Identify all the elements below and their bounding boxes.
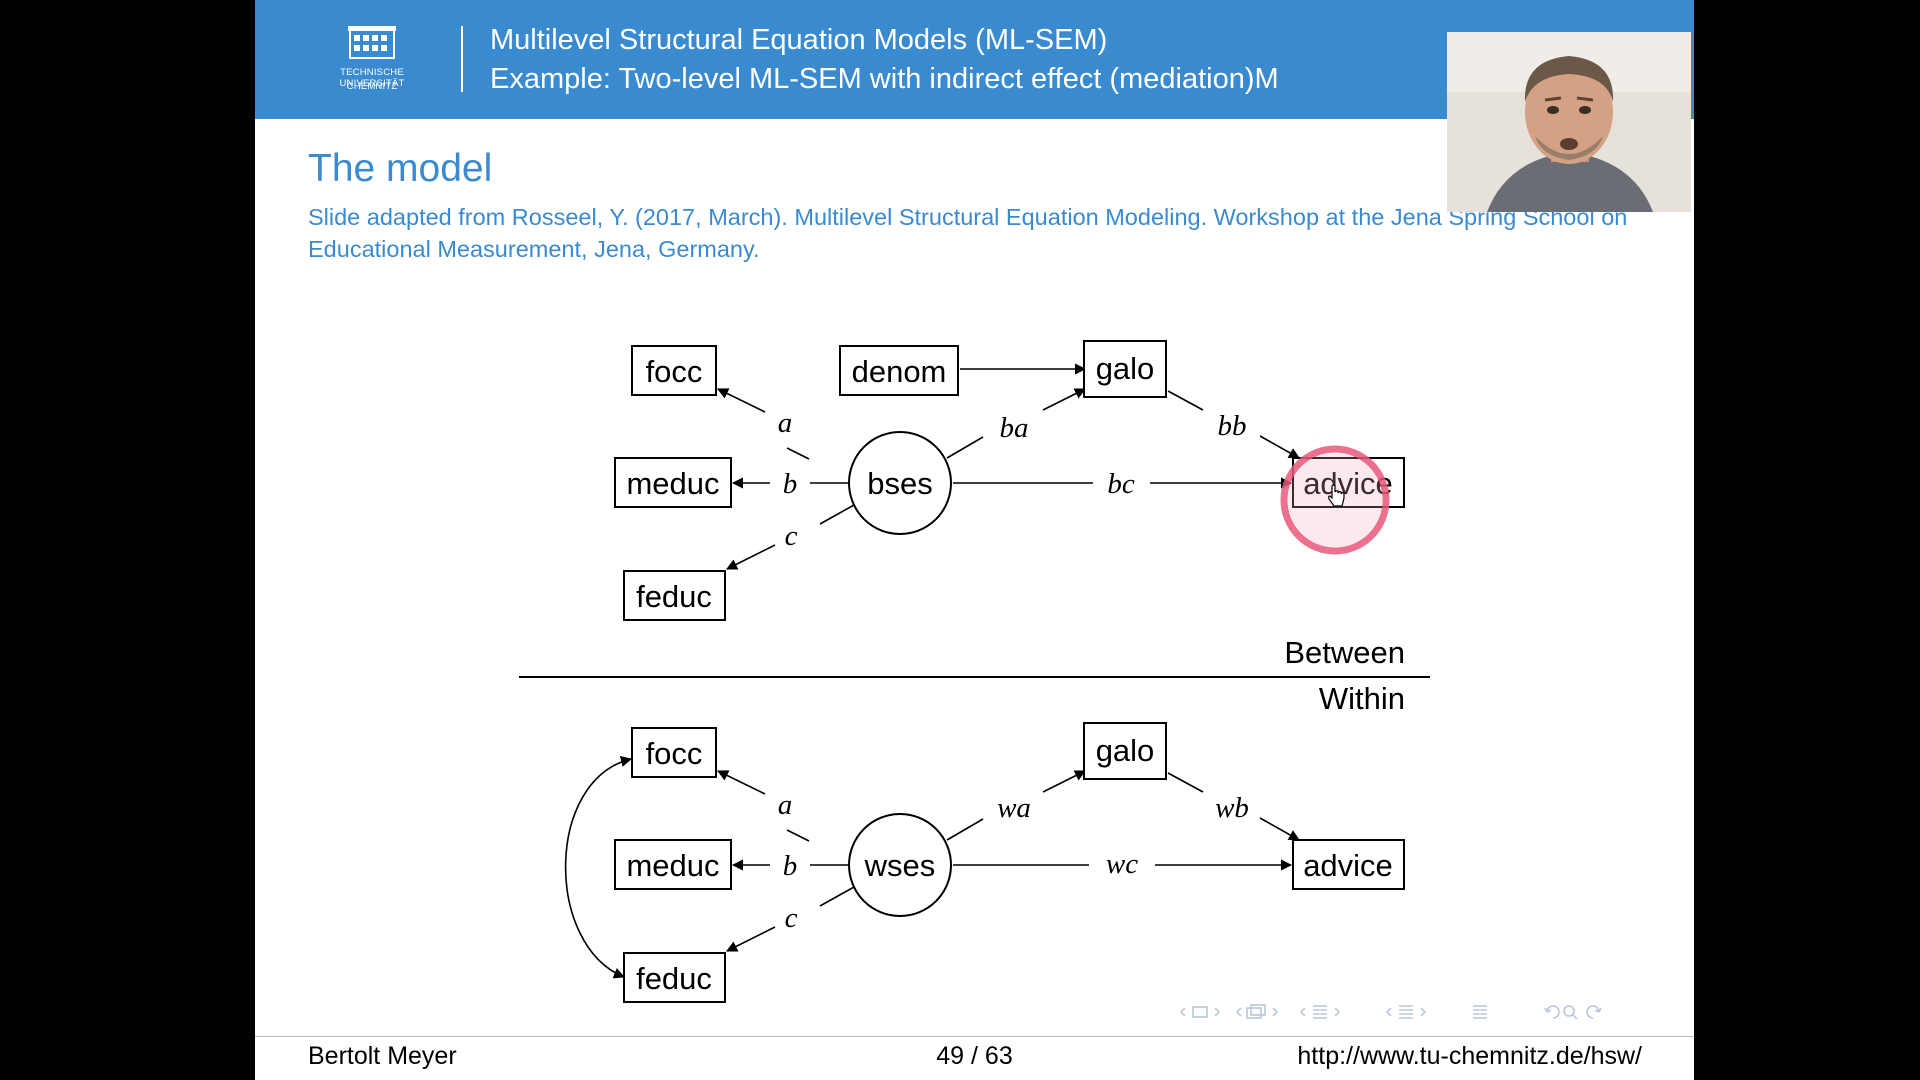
edge-label-wb: wb — [1215, 792, 1249, 824]
pointer-hand-icon — [1328, 484, 1345, 507]
presenter-webcam — [1447, 32, 1691, 212]
edge-label-bb: bb — [1218, 410, 1247, 442]
edge-label-c-within: c — [785, 902, 798, 934]
edge-wses-galo — [946, 818, 984, 841]
level-label-between: Between — [1284, 635, 1405, 670]
footer-url: http://www.tu-chemnitz.de/hsw/ — [1297, 1042, 1642, 1070]
edge-galo-advice-within — [1167, 772, 1204, 793]
footer-divider — [255, 1036, 1694, 1037]
nav-subsection-icon[interactable] — [1246, 1007, 1262, 1019]
edge-bses-focc-head — [716, 388, 766, 413]
edge-wses-focc-head — [716, 770, 766, 795]
node-advice-within — [1292, 839, 1405, 890]
node-label-denom: denom — [852, 354, 947, 389]
node-label-meduc-within: meduc — [626, 848, 719, 883]
sem-path-diagram: a b c ba bb bc focc meduc feduc — [519, 340, 1430, 1003]
node-bses — [848, 431, 952, 535]
nav-document-icon[interactable] — [1399, 1005, 1413, 1019]
node-meduc-between — [614, 457, 732, 508]
edge-galo-advice-head — [1259, 435, 1300, 459]
edge-wses-feduc — [819, 886, 855, 907]
node-focc-within — [631, 727, 717, 778]
edge-bses-focc — [786, 447, 810, 460]
node-label-meduc-between: meduc — [626, 466, 719, 501]
nav-prev-subsection-icon[interactable] — [1235, 1007, 1242, 1017]
beamer-navigation-icons[interactable] — [1175, 1000, 1655, 1024]
edge-bses-feduc-head — [725, 544, 776, 570]
edge-label-b-between: b — [783, 468, 798, 500]
edge-bses-feduc — [819, 504, 855, 525]
nav-frame-icon[interactable] — [1192, 1006, 1208, 1018]
edge-bses-galo — [946, 436, 984, 459]
edge-wses-galo-head — [1042, 770, 1087, 793]
edge-galo-advice — [1167, 390, 1204, 411]
node-label-wses: wses — [864, 848, 936, 883]
edge-bses-galo-head — [1042, 388, 1087, 411]
node-label-bses: bses — [867, 466, 932, 501]
node-label-feduc-within: feduc — [636, 961, 712, 996]
edge-wses-focc — [786, 829, 810, 842]
header-divider — [461, 26, 463, 92]
between-level-model: a b c ba bb bc focc meduc feduc — [614, 340, 1405, 621]
node-label-focc-within: focc — [646, 736, 703, 771]
university-logo: TECHNISCHE UNIVERSITÄT CHEMNITZ — [307, 26, 437, 96]
node-feduc-between — [623, 570, 726, 621]
citation-text: Slide adapted from Rosseel, Y. (2017, Ma… — [308, 204, 1628, 262]
edge-label-ba: ba — [1000, 412, 1029, 444]
nav-section-icon[interactable] — [1313, 1005, 1327, 1019]
university-building-icon — [348, 26, 396, 59]
edge-galo-advice-within-head — [1259, 817, 1300, 841]
footer-author: Bertolt Meyer — [308, 1042, 457, 1070]
level-label-within: Within — [1319, 681, 1405, 716]
nav-next-document-icon[interactable] — [1420, 1007, 1427, 1017]
node-galo-within — [1083, 722, 1167, 780]
edge-label-wa: wa — [997, 792, 1031, 824]
edge-label-b-within: b — [783, 850, 798, 882]
nav-back-icon[interactable] — [1544, 1005, 1560, 1019]
node-label-galo-between: galo — [1096, 351, 1155, 386]
edge-focc-feduc-covariance — [564, 755, 633, 979]
frame-subtitle: Example: Two-level ML-SEM with indirect … — [490, 63, 1279, 95]
footer-page-number: 49 / 63 — [936, 1042, 1013, 1070]
node-label-feduc-between: feduc — [636, 579, 712, 614]
node-denom — [839, 345, 959, 396]
nav-forward-icon[interactable] — [1586, 1005, 1602, 1019]
nav-next-frame-icon[interactable] — [1214, 1007, 1221, 1017]
presenter-video-frame — [1447, 32, 1691, 212]
nav-search-icon[interactable] — [1563, 1005, 1575, 1017]
nav-appendix-icon[interactable] — [1473, 1005, 1487, 1019]
slide-title: The model — [308, 147, 493, 190]
within-level-model: a b c wa wb wc focc meduc feduc — [564, 722, 1405, 1003]
section-title: Multilevel Structural Equation Models (M… — [490, 24, 1108, 56]
node-wses — [848, 813, 952, 917]
nav-next-subsection-icon[interactable] — [1272, 1007, 1279, 1017]
logo-text-line2: CHEMNITZ — [346, 81, 398, 92]
edge-label-bc: bc — [1107, 468, 1135, 500]
logo-text-line1: TECHNISCHE UNIVERSITÄT — [339, 67, 405, 89]
edge-wses-feduc-head — [725, 926, 776, 952]
nav-prev-frame-icon[interactable] — [1179, 1007, 1186, 1017]
edge-label-a-between: a — [778, 407, 793, 439]
nav-next-section-icon[interactable] — [1334, 1007, 1341, 1017]
node-meduc-within — [614, 839, 732, 890]
edge-label-c-between: c — [785, 520, 798, 552]
node-label-galo-within: galo — [1096, 733, 1155, 768]
node-focc-between — [631, 345, 717, 396]
node-feduc-within — [623, 952, 726, 1003]
edge-label-a-within: a — [778, 789, 793, 821]
node-label-focc-between: focc — [646, 354, 703, 389]
nav-prev-document-icon[interactable] — [1385, 1007, 1392, 1017]
node-galo-between — [1083, 340, 1167, 398]
nav-prev-section-icon[interactable] — [1299, 1007, 1306, 1017]
edge-label-wc: wc — [1106, 848, 1138, 880]
node-label-advice-within: advice — [1303, 848, 1393, 883]
